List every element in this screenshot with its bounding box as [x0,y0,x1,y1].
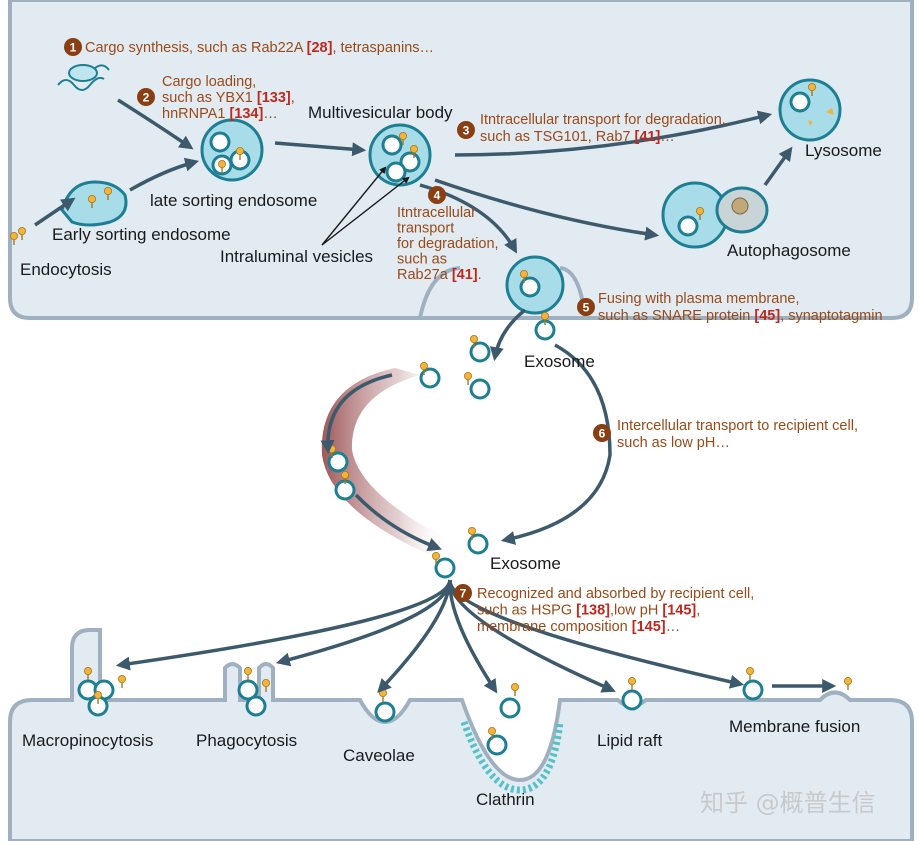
step-text-segment: Rab27a [397,267,452,283]
step-text-segment: … [666,619,681,635]
step-text-segment: such as TSG101, Rab7 [480,129,635,145]
step-number-7: 7 [454,584,472,602]
step-text-segment: Itntracellular [397,205,476,221]
step-text-segment: , [696,603,700,619]
step-text-segment: Cargo synthesis, such as Rab22A [85,40,307,56]
step-text-segment: such as HSPG [477,603,576,619]
reference-citation: [145] [632,619,666,635]
step-text-segment: … [263,106,278,122]
step-number-5: 5 [577,298,595,316]
step-text-segment: transport [397,221,454,237]
reference-citation: [41] [452,267,478,283]
step-text-segment: such as low pH… [617,435,730,451]
step-number-1: 1 [64,38,82,56]
label-clathrin: Clathrin [476,790,535,809]
svg-text:5: 5 [583,301,590,315]
recipient-cell [8,628,914,841]
label-exosome-bottom: Exosome [490,554,561,573]
reference-citation: [133] [257,90,291,106]
reference-citation: [134] [229,106,263,122]
step-text-segment: … [660,129,675,145]
label-membrane-fusion: Membrane fusion [729,717,860,736]
svg-text:6: 6 [599,427,606,441]
label-early-sorting-endosome: Early sorting endosome [52,225,231,244]
reference-citation: [41] [635,129,661,145]
step-text-segment: such as SNARE protein [598,308,754,324]
svg-text:7: 7 [460,587,467,601]
intraluminal-pointers [321,166,410,246]
label-intraluminal-vesicles: Intraluminal vesicles [220,247,373,266]
step-text-segment: Fusing with plasma membrane, [598,291,799,307]
label-late-sorting-endosome: late sorting endosome [150,191,317,210]
reference-citation: [28] [307,40,333,56]
svg-text:4: 4 [434,189,441,203]
step-text-segment: Recognized and absorbed by recipient cel… [477,586,754,602]
step-text-segment: membrane composition [477,619,632,635]
step-number-6: 6 [593,424,611,442]
label-endocytosis: Endocytosis [20,260,112,279]
watermark: 知乎 @概普生信 [700,789,876,817]
step-text-segment: such as [397,252,447,268]
step-7-text: Recognized and absorbed by recipient cel… [477,586,754,635]
step-text-segment: for degradation, [397,236,499,252]
late-sorting-endosome [200,118,264,182]
svg-text:2: 2 [143,91,150,105]
reference-citation: [138] [576,603,610,619]
early-sorting-endosome [60,180,128,227]
step-5-text: Fusing with plasma membrane,such as SNAR… [598,291,883,324]
svg-text:3: 3 [463,124,470,138]
label-autophagosome: Autophagosome [727,241,851,260]
step-number-3: 3 [457,121,475,139]
step-number-4: 4 [428,186,446,204]
step-6-text: Intercellular transport to recipient cel… [617,418,858,451]
step-text-segment: . [478,267,482,283]
step-1-text: Cargo synthesis, such as Rab22A [28], te… [85,40,434,56]
clathrin-coat [460,720,564,794]
step-text-segment: ,low pH [610,603,662,619]
step-text-segment: , synaptotagmin [780,308,882,324]
label-lysosome: Lysosome [805,141,882,160]
label-macropinocytosis: Macropinocytosis [22,731,153,750]
blood-vessel [321,368,450,555]
step-3-text: Itntracellular transport for degradation… [480,112,726,145]
step-text-segment: Intercellular transport to recipient cel… [617,418,858,434]
label-multivesicular-body: Multivesicular body [308,103,453,122]
label-caveolae: Caveolae [343,746,415,765]
svg-text:1: 1 [70,41,77,55]
label-exosome-top: Exosome [524,352,595,371]
reference-citation: [145] [662,603,696,619]
step-text-segment: such as YBX1 [162,90,257,106]
cargo-synthesis-rna [57,64,110,91]
step-text-segment: , [291,90,295,106]
label-lipid-raft: Lipid raft [597,731,662,750]
step-text-segment: hnRNPA1 [162,106,229,122]
step-number-2: 2 [137,88,155,106]
lysosome [778,78,842,142]
step-2-text: Cargo loading,such as YBX1 [133], hnRNPA1… [162,74,295,122]
step-text-segment: , tetraspanins… [332,40,434,56]
step-text-segment: Itntracellular transport for degradation… [480,112,726,128]
autophagosome [661,181,769,249]
step-text-segment: Cargo loading, [162,74,256,90]
reference-citation: [45] [754,308,780,324]
label-phagocytosis: Phagocytosis [196,731,297,750]
